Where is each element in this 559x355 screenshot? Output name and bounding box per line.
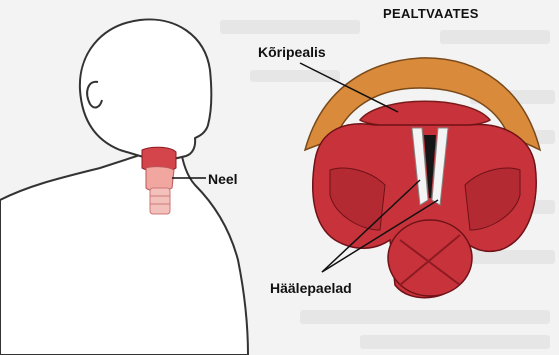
haalepaelad-label: Häälepaelad [270,280,352,296]
person-outline [0,19,248,355]
neel-label: Neel [208,171,238,187]
larynx-top-view [305,58,540,298]
epiglottis [360,101,490,127]
view-title-label: PEALTVAATES [383,6,479,21]
koripealis-label: Kõripealis [258,44,326,60]
